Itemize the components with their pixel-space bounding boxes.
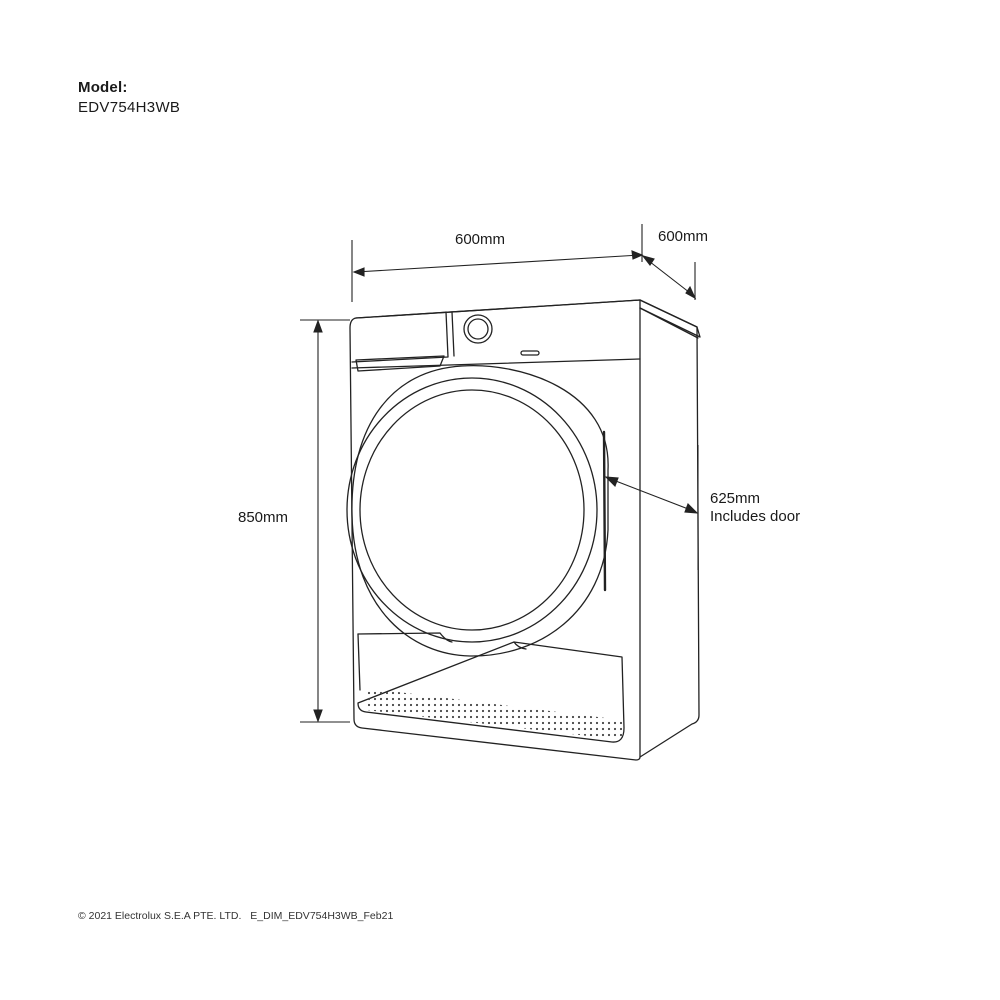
door-depth-note: Includes door: [710, 508, 800, 525]
dryer-side-outline: [639, 299, 700, 758]
width-dimension-line: [355, 254, 641, 273]
door-glass: [346, 377, 598, 643]
document-code: E_DIM_EDV754H3WB_Feb21: [250, 910, 394, 922]
detergent-drawer: [355, 355, 445, 372]
program-knob: [463, 314, 493, 344]
width-label: 600mm: [455, 231, 505, 248]
lower-panel: [357, 632, 625, 743]
depth-dimension-line: [644, 257, 695, 297]
height-label: 850mm: [238, 509, 288, 526]
dryer-top-surface: [355, 299, 701, 338]
door-ring-outer: [351, 364, 609, 657]
depth-label: 600mm: [658, 228, 708, 245]
footer: © 2021 Electrolux S.E.A PTE. LTD. E_DIM_…: [78, 910, 399, 922]
door-depth-label: 625mm: [710, 490, 760, 507]
vent-grille: [366, 688, 622, 740]
model-heading: Model:: [78, 79, 128, 96]
dryer-front-outline: [349, 299, 641, 761]
door-depth-dimension-line: [607, 477, 697, 513]
model-number: EDV754H3WB: [78, 99, 181, 116]
copyright-text: © 2021 Electrolux S.E.A PTE. LTD.: [78, 910, 242, 922]
display-indicator: [520, 350, 540, 356]
control-panel: [351, 358, 641, 369]
